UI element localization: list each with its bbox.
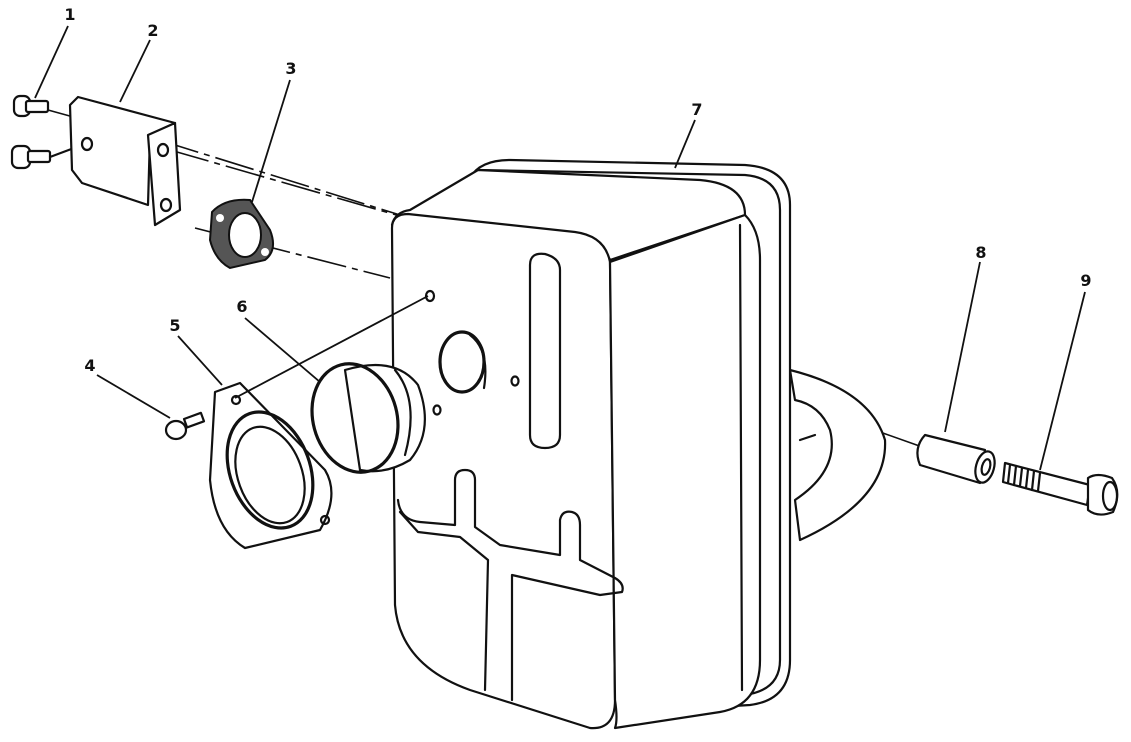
leader-lines bbox=[34, 25, 1086, 471]
callout-5: 5 bbox=[169, 316, 180, 335]
callout-7: 7 bbox=[691, 100, 702, 119]
part-3-gasket bbox=[208, 198, 275, 270]
callout-4: 4 bbox=[84, 356, 95, 375]
part-8-spacer bbox=[916, 433, 996, 485]
part-5-flange bbox=[208, 381, 333, 550]
callout-6: 6 bbox=[236, 297, 247, 316]
callout-3: 3 bbox=[285, 59, 296, 78]
callout-2: 2 bbox=[147, 21, 158, 40]
callout-9: 9 bbox=[1080, 271, 1091, 290]
callout-8: 8 bbox=[975, 243, 986, 262]
part-4-screw bbox=[164, 411, 206, 441]
callout-1: 1 bbox=[64, 5, 75, 24]
callout-labels: 1 2 3 4 5 6 7 8 9 bbox=[64, 5, 1091, 375]
part-2-bracket bbox=[68, 95, 182, 227]
muffler-body bbox=[390, 158, 887, 730]
part-6-cap bbox=[310, 362, 426, 474]
part-9-bolt bbox=[1001, 461, 1119, 516]
